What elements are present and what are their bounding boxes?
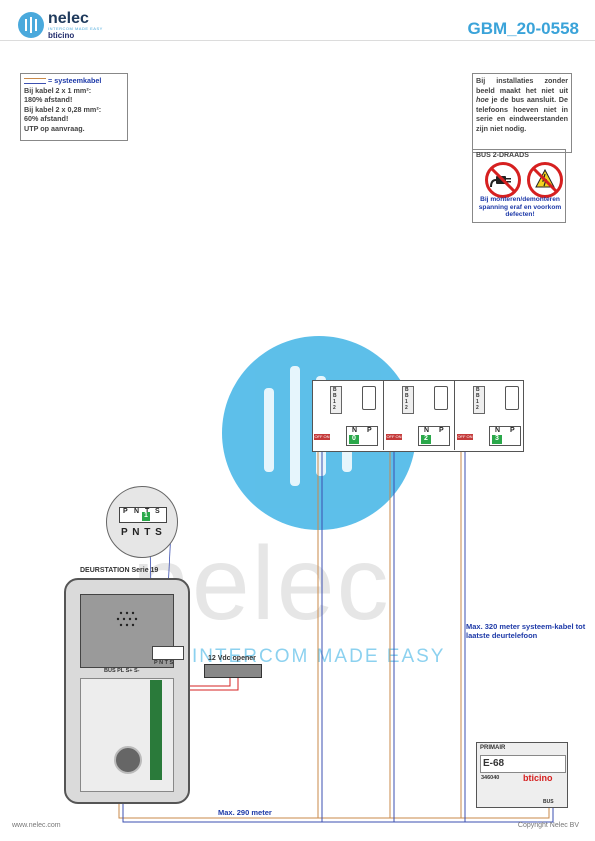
door-station-pnts: P N T S [154, 660, 174, 666]
bus-wires [118, 380, 554, 823]
door-station: P N T S BUS PL S+ S- [64, 578, 190, 804]
indoor-phone-unit: B B 1 2 OFF ON N P 2 [383, 380, 454, 450]
door-station-dip-switch [152, 646, 184, 660]
address-number: 2 [421, 435, 431, 444]
cable-note-line: 180% afstand! [24, 95, 73, 104]
power-supply: PRIMAIR E-68 346040 bticino BUS [476, 742, 568, 808]
cable-legend: = systeemkabel [24, 76, 124, 86]
speaker-grille-icon [116, 611, 138, 627]
address-number: 3 [492, 435, 502, 444]
psu-model: E-68 [483, 758, 505, 769]
cable-note-line: Bij kabel 2 x 0,28 mm²: [24, 104, 102, 114]
system-cable-icon [24, 78, 46, 85]
bus-title: BUS 2-DRAADS [476, 152, 529, 159]
logo-text: nelec [48, 10, 89, 27]
indoor-phone-unit: B B 1 2 OFF ON N P 0 [312, 380, 382, 450]
indoor-phone-unit: B B 1 2 OFF ON N P 3 [454, 380, 523, 450]
header-divider [0, 40, 595, 41]
cable-note-line: Bij kabel 2 x 1 mm²: [24, 85, 92, 95]
psu-bus-label: BUS [543, 799, 554, 805]
handset-icon [505, 386, 519, 410]
zoom-terminals-label: P N T S [121, 527, 163, 538]
np-dip-switch: N P 3 [489, 426, 521, 446]
psu-code: 346040 [481, 775, 500, 781]
max-320-label: Max. 320 meter systeem-kabel tot laatste… [466, 622, 586, 640]
psu-primary-label: PRIMAIR [480, 745, 506, 751]
terminal-block [473, 386, 485, 414]
off-on-switch: OFF ON [386, 434, 402, 440]
no-voltage-icon [527, 162, 563, 198]
np-dip-switch: N P 0 [346, 426, 378, 446]
zoom-detail-circle: P N T S 1 P N T S [106, 486, 178, 558]
np-dip-switch: N P 2 [418, 426, 450, 446]
installation-note: Bij installaties zonder beeld maakt het … [472, 73, 572, 153]
document-code: GBM_20-0558 [467, 19, 579, 38]
no-plug-icon [485, 162, 521, 198]
cable-note-line: 60% afstand! [24, 114, 69, 123]
brand-logo: bticino [48, 31, 75, 40]
cable-note: = systeemkabel Bij kabel 2 x 1 mm²: 180%… [20, 73, 128, 141]
door-station-label: DEURSTATION Serie 19 [80, 567, 159, 574]
handset-icon [434, 386, 448, 410]
phone-units-frame [312, 380, 524, 452]
off-on-switch: OFF ON [457, 434, 473, 440]
camera-lens-icon [114, 746, 142, 774]
door-station-terminals: BUS PL S+ S- [104, 668, 140, 674]
cable-note-line: UTP op aanvraag. [24, 123, 85, 133]
terminal-block [402, 386, 414, 414]
terminal-block [330, 386, 342, 414]
nelec-logo-icon [18, 12, 44, 38]
off-on-switch: OFF ON [314, 434, 330, 440]
opener-label: 12 Vdc opener [208, 655, 256, 662]
footer-copyright: Copyright Nelec BV [517, 822, 579, 829]
handset-icon [362, 386, 376, 410]
zoom-address-number: 1 [142, 512, 150, 521]
psu-label-panel: E-68 [480, 755, 566, 773]
bus-warning-box: BUS 2-DRAADS Bij monteren/demonteren spa… [472, 149, 566, 223]
max-290-label: Max. 290 meter [218, 808, 272, 817]
button-module [150, 680, 162, 780]
logo-tagline: INTERCOM MADE EASY [48, 26, 103, 31]
zoom-dip-switch: P N T S 1 [119, 507, 167, 523]
door-opener-icon [204, 664, 262, 678]
bus-warning-text: Bij monteren/demonteren spanning eraf en… [478, 196, 562, 218]
psu-brand: bticino [523, 773, 553, 783]
footer-website: www.nelec.com [12, 822, 61, 829]
address-number: 0 [349, 435, 359, 444]
